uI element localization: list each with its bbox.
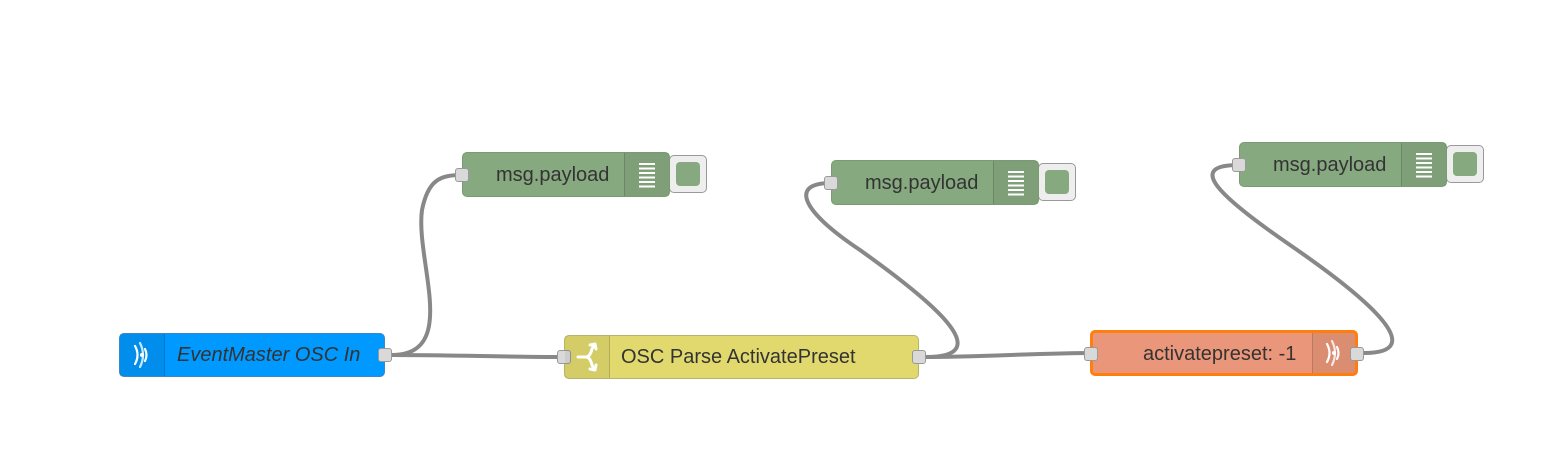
node-debug-msg-payload-2[interactable]: msg.payload	[824, 160, 1039, 205]
input-port[interactable]	[455, 168, 469, 182]
wire-oscin-to-debug1[interactable]	[390, 173, 464, 357]
bridge-icon	[1312, 333, 1355, 373]
debug-toggle-button[interactable]	[1446, 145, 1484, 183]
wire-activate-to-debug3[interactable]	[1210, 163, 1395, 355]
node-label: OSC Parse ActivatePreset	[621, 346, 856, 368]
wire-oscin-to-parse[interactable]	[390, 353, 566, 359]
node-eventmaster-osc-in[interactable]: EventMaster OSC In	[119, 333, 392, 377]
node-label: msg.payload	[496, 164, 610, 186]
output-port[interactable]	[378, 348, 392, 362]
node-activatepreset[interactable]: activatepreset: -1	[1084, 330, 1364, 376]
list-icon	[1401, 143, 1446, 186]
debug-toggle-indicator	[1045, 170, 1069, 194]
bridge-icon	[120, 334, 165, 376]
node-label: activatepreset: -1	[1143, 343, 1297, 365]
input-port[interactable]	[824, 176, 838, 190]
node-debug-msg-payload-3[interactable]: msg.payload	[1232, 142, 1447, 187]
debug-toggle-button[interactable]	[669, 155, 707, 193]
debug-toggle-button[interactable]	[1038, 163, 1076, 201]
list-icon	[993, 161, 1038, 204]
input-port[interactable]	[557, 350, 571, 364]
input-port[interactable]	[1084, 347, 1098, 361]
output-port[interactable]	[1350, 347, 1364, 361]
debug-toggle-indicator	[1453, 152, 1477, 176]
node-label: msg.payload	[865, 172, 979, 194]
node-label: msg.payload	[1273, 154, 1387, 176]
wire-parse-to-activate[interactable]	[924, 351, 1094, 359]
list-icon	[624, 153, 669, 196]
output-port[interactable]	[912, 350, 926, 364]
node-osc-parse-activatepreset[interactable]: OSC Parse ActivatePreset	[557, 335, 926, 379]
node-debug-msg-payload-1[interactable]: msg.payload	[455, 152, 670, 197]
input-port[interactable]	[1232, 158, 1246, 172]
split-arrows-icon	[565, 336, 610, 378]
debug-toggle-indicator	[676, 162, 700, 186]
node-label: EventMaster OSC In	[177, 344, 361, 366]
wire-parse-to-debug2[interactable]	[804, 181, 960, 359]
